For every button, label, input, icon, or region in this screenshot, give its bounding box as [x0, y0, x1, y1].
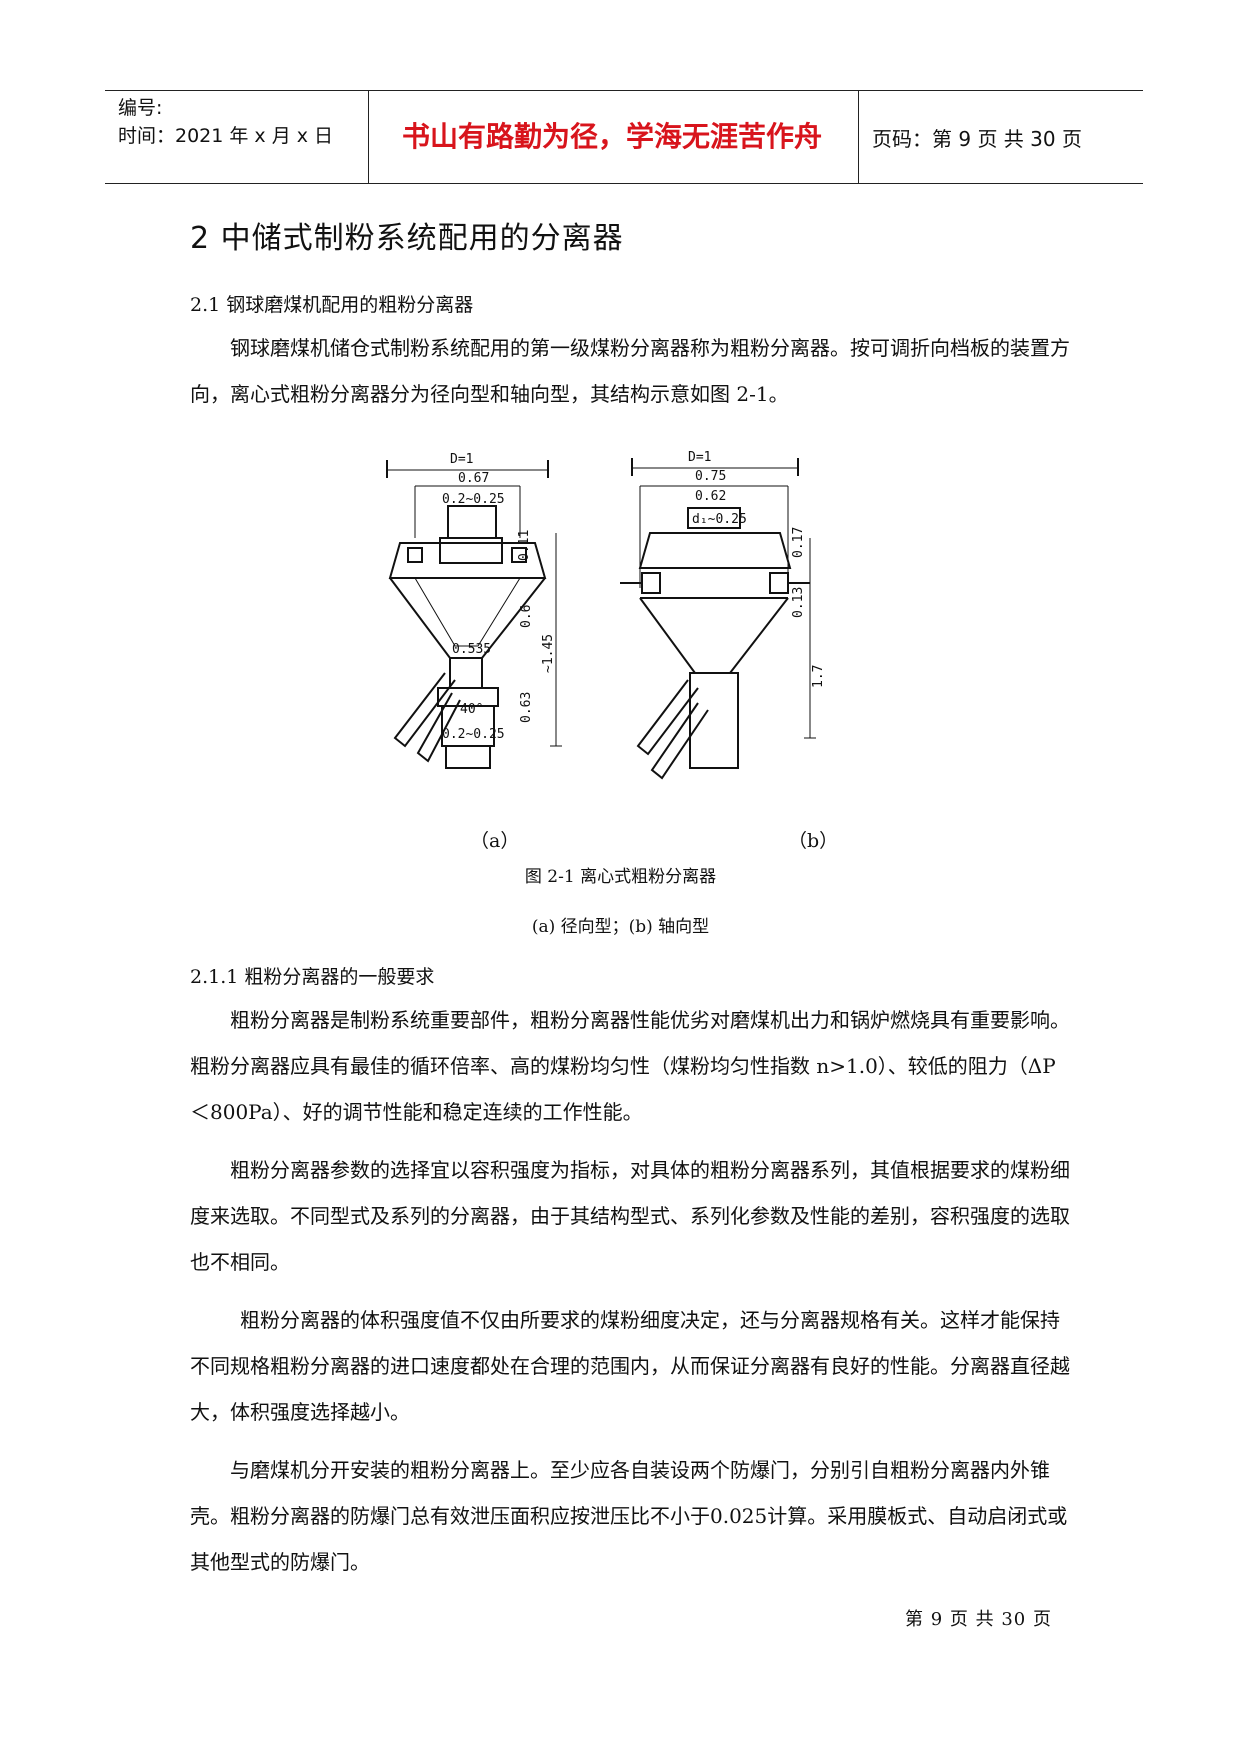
header-time-label: 时间：2021 年 x 月 x 日 [118, 125, 334, 147]
paragraph-1: 粗粉分离器是制粉系统重要部件，粗粉分离器性能优劣对磨煤机出力和锅炉燃烧具有重要影… [190, 1008, 1070, 1124]
dim-b-3: d₁~0.25 [692, 512, 747, 527]
header-number-label: 编号: [118, 97, 163, 119]
dim-b-4: 0.17 [791, 527, 806, 558]
paragraph-3: 粗粉分离器的体积强度值不仅由所要求的煤粉细度决定，还与分离器规格有关。这样才能保… [190, 1308, 1070, 1424]
header-page-label: 页码：第 9 页 共 30 页 [872, 127, 1082, 151]
dim-b-6: 1.7 [811, 665, 826, 688]
figure-b-dims: D=1 0.75 0.62 d₁~0.25 0.17 0.13 1.7 [688, 450, 826, 688]
dim-a-7: 0.63 [519, 692, 534, 723]
page-footer: 第 9 页 共 30 页 [905, 1609, 1052, 1630]
dim-b-2: 0.62 [695, 489, 726, 504]
subsection-2-1: 2.1 钢球磨煤机配用的粗粉分离器 [190, 294, 474, 316]
dim-b-5: 0.13 [791, 587, 806, 618]
dim-a-1: 0.67 [458, 471, 489, 486]
subsection-2-1-1: 2.1.1 粗粉分离器的一般要求 [190, 966, 435, 988]
figure-caption: 图 2-1 离心式粗粉分离器 [524, 867, 717, 887]
figure-label-a: （a） [470, 830, 520, 852]
intro-paragraph: 钢球磨煤机储仓式制粉系统配用的第一级煤粉分离器称为粗粉分离器。按可调折向档板的装… [190, 336, 1070, 406]
header-motto: 书山有路勤为径，学海无涯苦作舟 [401, 120, 822, 153]
header-divider-right [858, 90, 859, 183]
dim-a-4: 0.6 [519, 605, 534, 628]
figure-subcaption: (a) 径向型；(b) 轴向型 [531, 917, 710, 937]
paragraph-4: 与磨煤机分开安装的粗粉分离器上。至少应各自装设两个防爆门，分别引自粗粉分离器内外… [190, 1458, 1068, 1574]
figure-a-dims: D=1 0.67 0.2~0.25 0.11 0.6 ~1.45 0.535 0… [442, 452, 556, 742]
dim-a-6: 0.535 [452, 642, 491, 657]
header-divider-left [368, 90, 369, 183]
paragraph-2: 粗粉分离器参数的选择宜以容积强度为指标，对具体的粗粉分离器系列，其值根据要求的煤… [190, 1158, 1070, 1274]
dim-b-0: D=1 [688, 450, 711, 465]
header-meta: 编号: 时间：2021 年 x 月 x 日 [118, 94, 333, 150]
dim-a-2: 0.2~0.25 [442, 492, 505, 507]
dim-a-9: 0.2~0.25 [442, 727, 505, 742]
figure-label-b: （b） [788, 830, 839, 852]
dim-a-3: 0.11 [517, 530, 532, 561]
figure-b-drawing [620, 458, 816, 780]
dim-b-1: 0.75 [695, 469, 726, 484]
figure-separators-drawing: D=1 0.67 0.2~0.25 0.11 0.6 ~1.45 0.535 0… [386, 450, 826, 780]
dim-a-5: ~1.45 [541, 634, 556, 673]
dim-a-8: 40° [460, 702, 483, 717]
figure-a-drawing [386, 460, 562, 769]
header-top-rule [105, 90, 1143, 91]
header-bottom-rule [105, 183, 1143, 184]
dim-a-0: D=1 [450, 452, 473, 467]
section-title: 2 中储式制粉系统配用的分离器 [190, 221, 624, 256]
